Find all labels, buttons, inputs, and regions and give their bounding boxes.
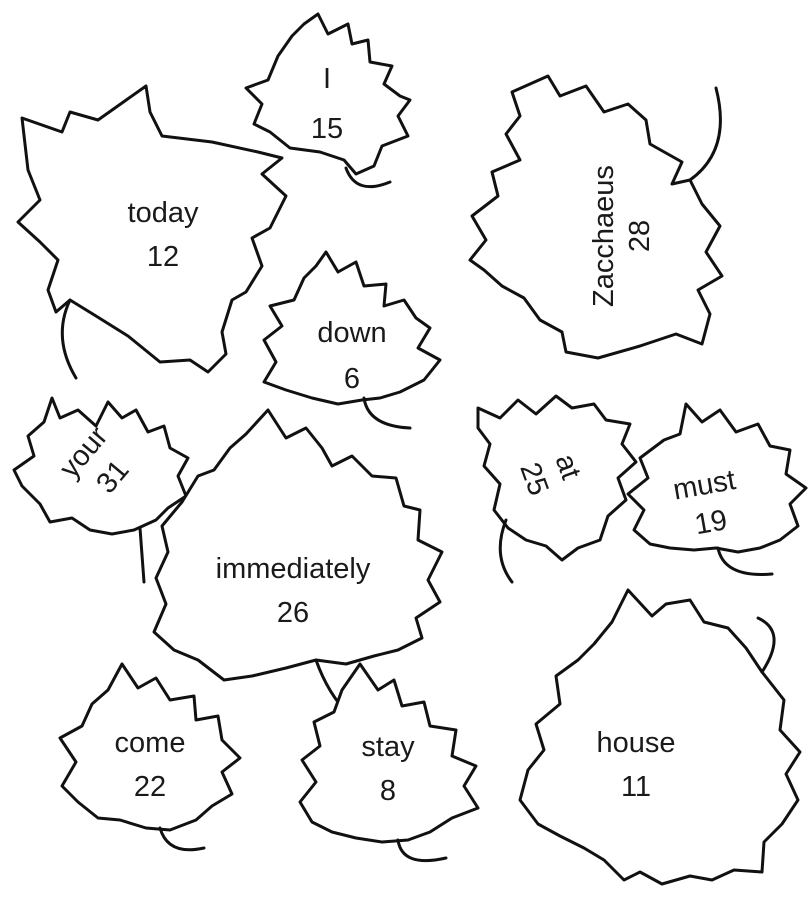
leaf-word: house <box>596 727 675 759</box>
leaf-your: your 31 <box>12 396 190 584</box>
maple-leaf-icon <box>58 662 242 832</box>
maple-leaf-icon <box>518 588 802 886</box>
leaf-today: today 12 <box>16 84 288 380</box>
leaf-stem <box>158 826 206 852</box>
maple-leaf-icon <box>12 396 190 536</box>
leaf-i: I 15 <box>244 12 412 189</box>
leaf-stem <box>498 518 514 584</box>
leaf-stem <box>344 166 392 189</box>
maple-leaf-icon <box>244 12 412 176</box>
leaf-stem <box>138 526 146 584</box>
leaf-come: come 22 <box>58 662 242 852</box>
leaf-word: down <box>317 317 386 349</box>
maple-leaf-icon <box>298 662 480 844</box>
leaf-at: at 25 <box>476 394 638 584</box>
leaf-immediately: immediately 26 <box>152 408 444 718</box>
leaf-word: today <box>128 197 199 229</box>
leaf-down: down 6 <box>262 250 442 430</box>
leaf-stem <box>688 86 722 182</box>
maple-leaf-icon <box>468 74 724 360</box>
leaf-stay: stay 8 <box>298 662 480 863</box>
leaf-word: immediately <box>216 553 371 585</box>
maple-leaf-icon <box>262 250 442 406</box>
leaf-number: 19 <box>692 504 729 541</box>
leaf-house: house 11 <box>518 588 802 886</box>
leaf-number: 11 <box>621 771 651 803</box>
leaf-number: 28 <box>624 220 656 252</box>
leaf-stem <box>756 616 776 674</box>
leaf-number: 8 <box>380 775 396 807</box>
leaf-number: 22 <box>134 771 166 803</box>
leaf-stem <box>716 546 774 576</box>
maple-leaf-icon <box>476 394 638 562</box>
leaf-stem <box>60 298 78 380</box>
leaf-number: 6 <box>344 363 360 395</box>
leaf-stem <box>396 838 448 863</box>
leaf-number: 26 <box>277 597 309 629</box>
leaf-word: Zacchaeus <box>588 165 620 307</box>
leaf-stem <box>362 396 412 430</box>
leaf-number: 15 <box>311 113 343 145</box>
maple-leaf-icon <box>152 408 444 682</box>
maple-leaf-icon <box>16 84 288 374</box>
leaf-number: 12 <box>147 241 179 273</box>
leaf-must: must 19 <box>626 402 808 576</box>
maple-leaf-icon <box>626 402 808 554</box>
leaf-zacchaeus: Zacchaeus 28 <box>468 74 724 360</box>
leaf-word: I <box>323 63 331 95</box>
leaf-word: stay <box>361 731 415 763</box>
leaf-word: come <box>115 727 186 759</box>
